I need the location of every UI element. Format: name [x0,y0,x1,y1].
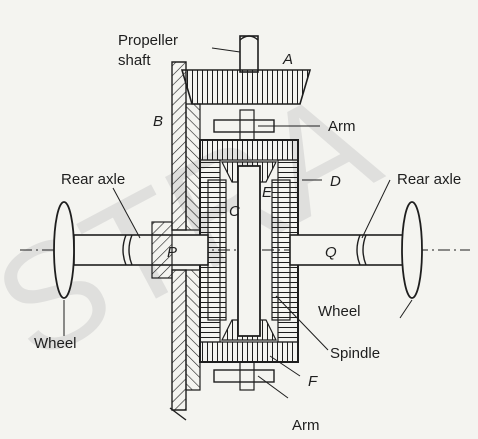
wheel-right-label: Wheel [318,303,361,320]
arm-top-label: Arm [328,118,356,135]
letter-f: F [308,373,318,390]
propeller-shaft-label-1: Propeller [118,32,178,49]
rear-axle-right-label: Rear axle [397,171,461,188]
letter-d: D [330,173,341,190]
propeller-shaft [239,35,259,73]
rear-axle-left [73,221,209,279]
wheel-left [53,201,75,299]
wheel-right [401,201,423,299]
side-gear-right [271,179,291,321]
letter-p: P [167,244,177,261]
arm-bottom [213,361,275,391]
spindle-label: Spindle [330,345,380,362]
wheel-left-label: Wheel [34,335,77,352]
letter-c: C [229,203,240,220]
pinion-a [180,69,312,105]
rear-axle-left-label: Rear axle [61,171,125,188]
crown-wheel-b [169,61,201,421]
letter-b: B [153,113,163,130]
propeller-shaft-label-2: shaft [118,52,151,69]
side-gear-c [207,179,227,321]
rear-axle-right [289,234,411,266]
letter-e: E [262,184,273,201]
spindle [237,165,261,337]
letter-q: Q [325,244,337,261]
leader-lines [63,47,413,399]
letter-a: A [282,51,293,68]
arm-bottom-label: Arm [292,417,320,434]
